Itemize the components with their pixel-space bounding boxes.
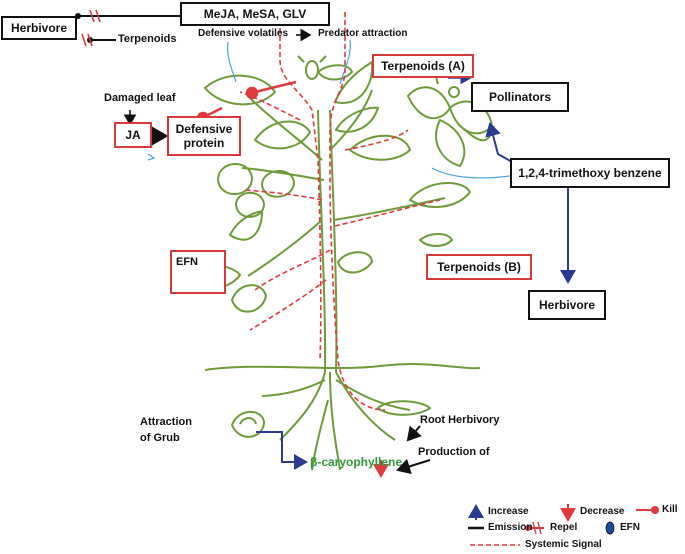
production-arrow: [396, 458, 431, 475]
root-herbivory-arrow: [406, 425, 422, 442]
production-of-label: Production of: [418, 446, 490, 458]
legend-efn-icon: [605, 521, 615, 535]
grub-icon: [230, 410, 266, 438]
terpenoids-label: Terpenoids: [118, 33, 177, 45]
herbivore-top-box: Herbivore: [1, 16, 77, 40]
efn-box: EFN: [170, 250, 226, 294]
legend-systemic-label: Systemic Signal: [525, 539, 602, 550]
ja-box: JA: [114, 122, 152, 148]
volatile-streams: [147, 39, 511, 179]
plant-leaves: [176, 60, 472, 313]
attraction-grub-label: Attraction of Grub: [140, 416, 192, 444]
damaged-leaf-label: Damaged leaf: [104, 92, 176, 104]
caterpillar-stem-icon: [418, 233, 454, 247]
terpenoids-b-box: Terpenoids (B): [426, 254, 532, 280]
legend-efn-label: EFN: [620, 522, 640, 533]
legend-repel-label: Repel: [550, 522, 578, 533]
leaf-round-2: [260, 170, 296, 198]
leaf-left-3: [230, 284, 268, 313]
root-herbivory-label: Root Herbivory: [420, 414, 500, 426]
emission-lines: [78, 15, 180, 41]
plant-roots: [261, 371, 411, 471]
leaf-right-branch: [408, 181, 472, 208]
leaf-top-left: [203, 74, 277, 106]
leaf-round-3: [234, 191, 266, 218]
leaf-left-1: [228, 210, 264, 241]
pollinators-box: Pollinators: [471, 82, 569, 112]
defensive-volatiles-label: Defensive volatiles: [198, 28, 289, 39]
predator-attraction-label: Predator attraction: [318, 28, 408, 39]
leaf-right-low: [336, 251, 374, 274]
increase-arrows: [256, 122, 576, 470]
legend-kill-label: Kill: [662, 504, 678, 515]
legend-increase-label: Increase: [488, 506, 529, 517]
herbivore-right-box: Herbivore: [528, 290, 606, 320]
caterpillar-root-icon: [376, 400, 432, 416]
leaf-upper-right: [316, 64, 354, 81]
leaf-mid-right-2: [348, 134, 412, 161]
beta-caryophyllene-label: β-caryophyllene: [310, 455, 403, 469]
ground-line: [204, 363, 481, 371]
terpenoids-a-box: Terpenoids (A): [372, 54, 474, 78]
leaf-mid-left: [253, 120, 312, 150]
legend-decrease-label: Decrease: [580, 506, 625, 517]
predator-insect-icon: [297, 55, 327, 80]
trimethoxy-box: 1,2,4-trimethoxy benzene: [510, 158, 670, 188]
legend-graphics: [468, 504, 659, 546]
defensive-protein-box: Defensive protein: [167, 116, 241, 156]
plant-stem: [241, 89, 446, 373]
repel-marks: [81, 9, 101, 47]
leaf-mid-right-1: [334, 106, 380, 133]
volatiles-box: MeJA, MeSA, GLV: [180, 2, 330, 26]
leaf-round-1: [216, 163, 254, 195]
legend-emission-label: Emission: [488, 522, 533, 533]
